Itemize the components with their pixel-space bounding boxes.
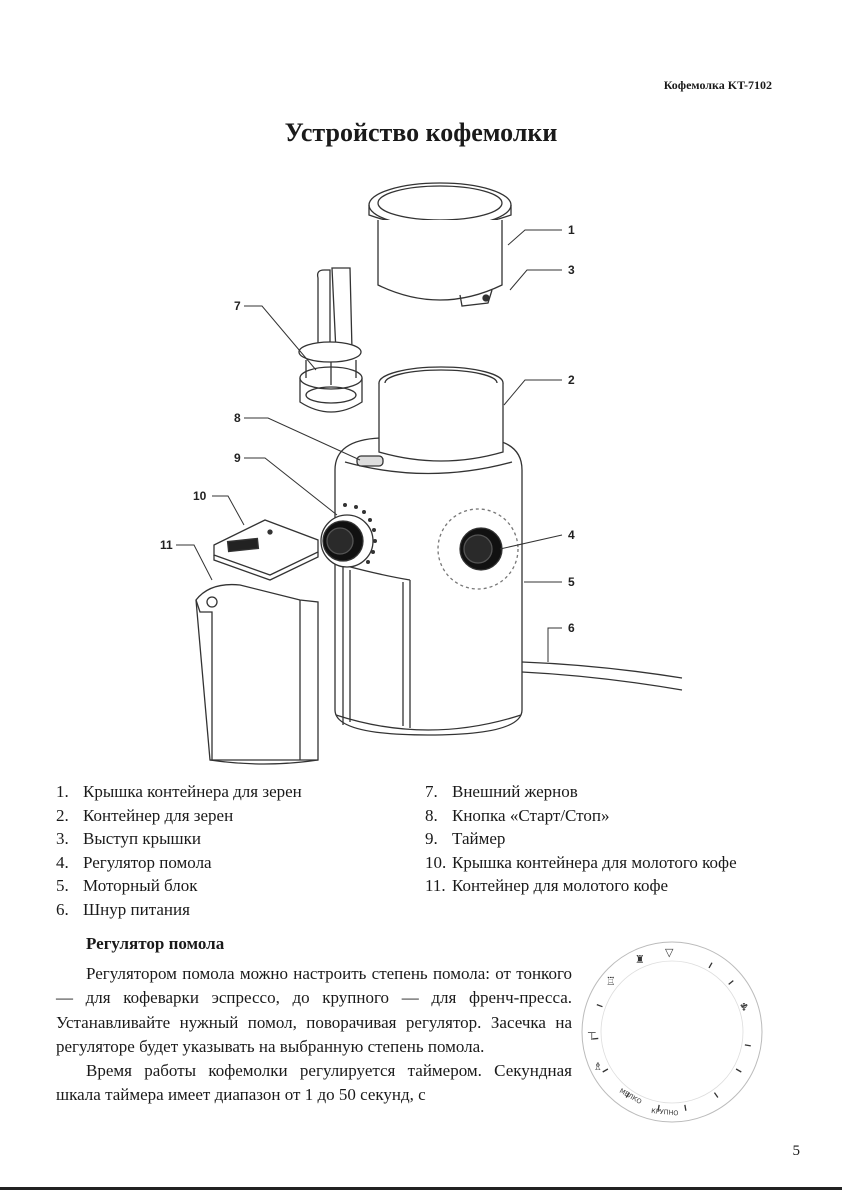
motor-body — [334, 437, 523, 736]
dial-tick — [602, 1068, 609, 1073]
dial-tick — [728, 980, 734, 985]
bean-container — [378, 366, 504, 462]
bottom-rule — [0, 1187, 842, 1190]
legend-item: 7.Внешний жернов — [425, 782, 578, 801]
section-heading: Регулятор помола — [86, 934, 225, 953]
legend-item: 3.Выступ крышки — [56, 829, 201, 849]
legend-item: 10.Крышка контейнера для молотого кофе — [425, 852, 737, 872]
coarse-label: КРУПНО — [651, 1107, 679, 1117]
parts-legend-right: 7.Внешний жернов 8.Кнопка «Старт/Стоп» 9… — [425, 780, 755, 898]
legend-item: 2.Контейнер для зерен — [56, 805, 234, 825]
timer-knob — [320, 503, 377, 568]
header-title: Кофемолка KT-7102 — [663, 78, 772, 92]
diagram-label-10: 10 — [193, 489, 207, 503]
dial-tick — [713, 1092, 719, 1098]
page-title: Устройство кофемолки — [284, 118, 558, 147]
body-text: Регулятором помола можно настроить степе… — [56, 962, 572, 1108]
dial-tick — [684, 1104, 687, 1111]
diagram-label-3: 3 — [568, 263, 575, 277]
legend-item: 11.Контейнер для молотого кофе — [425, 876, 669, 896]
bean-container-lid — [368, 182, 512, 229]
diagram-label-9: 9 — [234, 451, 241, 465]
diagram-label-7: 7 — [234, 299, 241, 313]
dial-tick — [741, 1004, 748, 1008]
diagram-label-6: 6 — [568, 621, 575, 635]
moka-pot-icon: ♜ — [635, 953, 645, 966]
paragraph: Регулятором помола можно настроить степе… — [56, 964, 572, 1056]
dial-tick — [708, 962, 713, 969]
french-press-icon: ♆ — [739, 1001, 749, 1014]
geyser-pot-icon: ♖ — [606, 975, 616, 988]
grind-dial-illustration: ▽ ♜ ♖ ♆ ⊤ ♗ МЕЛКО КРУПНО — [581, 941, 763, 1123]
diagram-label-1: 1 — [568, 223, 575, 237]
ground-container — [195, 583, 319, 765]
drip-icon: ⊤ — [587, 1030, 597, 1043]
diagram-label-8: 8 — [234, 411, 241, 425]
dial-tick — [592, 1037, 599, 1040]
dial-tick — [744, 1044, 751, 1047]
diagram-label-4: 4 — [568, 528, 575, 542]
legend-item: 1.Крышка контейнера для зерен — [56, 782, 302, 801]
filter-icon: ♗ — [593, 1060, 603, 1073]
leader-lines — [176, 229, 563, 662]
parts-legend-left: 1.Крышка контейнера для зерен 2.Контейне… — [56, 780, 302, 922]
espresso-cup-icon: ▽ — [665, 946, 674, 959]
dial-tick — [657, 1104, 660, 1111]
dial-tick — [735, 1068, 742, 1073]
start-stop-button — [356, 455, 384, 467]
dial-tick — [596, 1004, 603, 1008]
legend-item: 8.Кнопка «Старт/Стоп» — [425, 805, 610, 825]
dial-tick — [625, 1092, 631, 1098]
diagram-label-5: 5 — [568, 575, 575, 589]
power-cord — [521, 661, 683, 691]
diagram-label-11: 11 — [160, 538, 173, 552]
ground-container-lid — [213, 519, 319, 581]
legend-item: 6.Шнур питания — [56, 899, 190, 919]
page-number: 5 — [792, 1143, 801, 1159]
legend-item: 4.Регулятор помола — [56, 852, 212, 872]
diagram-label-2: 2 — [568, 373, 575, 387]
legend-item: 5.Моторный блок — [56, 876, 198, 896]
legend-item: 9.Таймер — [425, 829, 506, 849]
coffee-grinder-diagram: 1 2 3 4 5 6 7 8 9 10 11 — [160, 182, 683, 765]
bean-container-top — [377, 220, 503, 307]
paragraph: Время работы кофемолки регулируется тайм… — [56, 1061, 572, 1105]
outer-burr — [298, 267, 363, 413]
grind-regulator-knob — [437, 508, 519, 590]
